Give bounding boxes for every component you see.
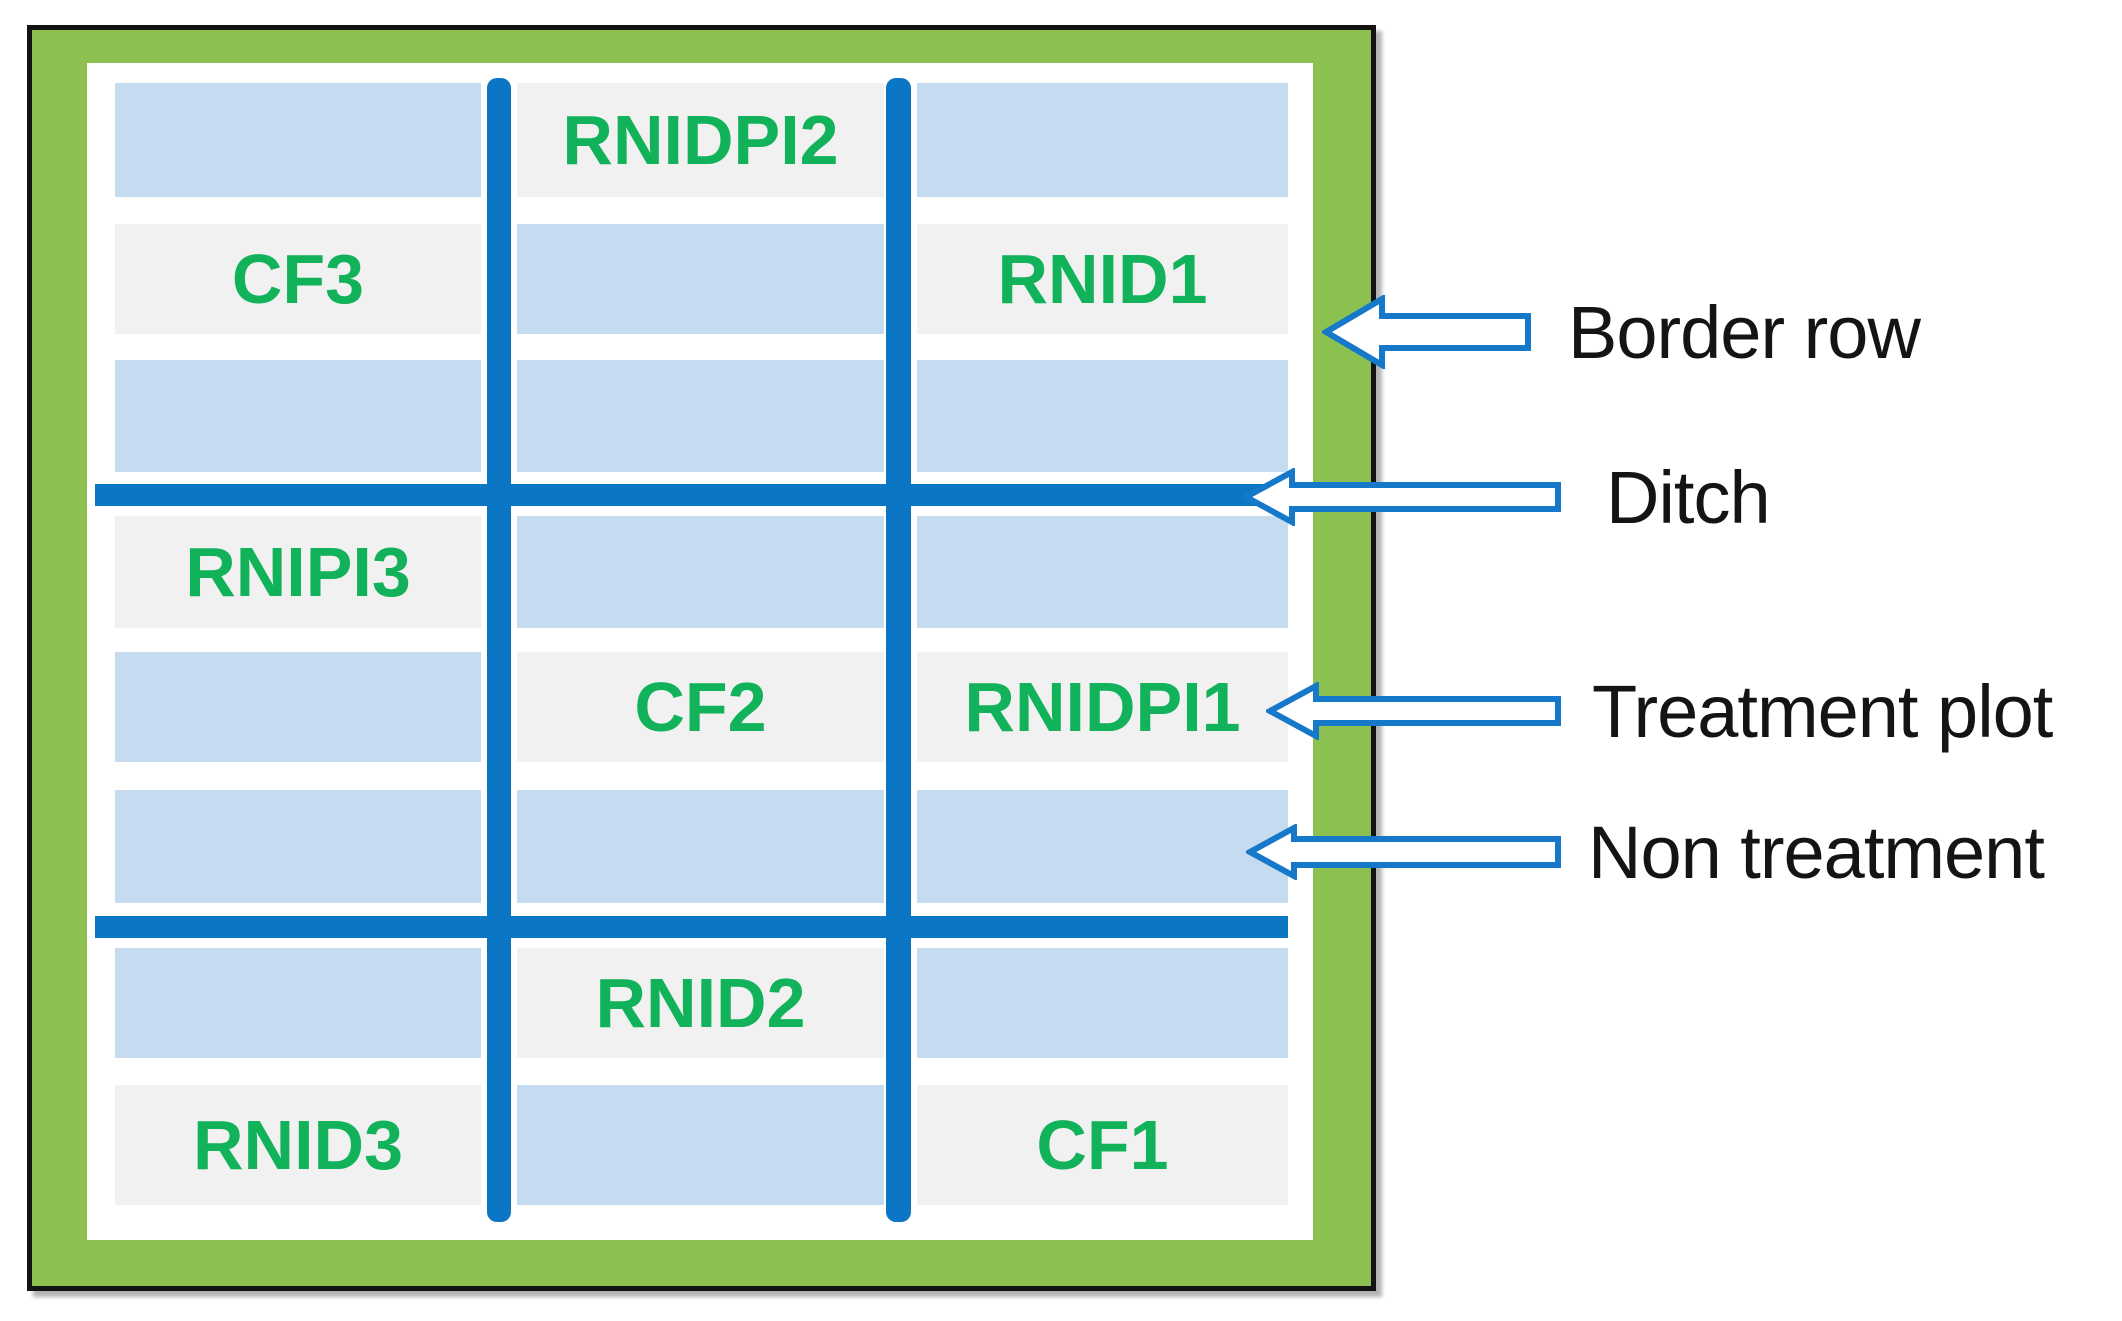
ditch-label: Ditch xyxy=(1606,455,1771,539)
field-inner-area xyxy=(87,63,1313,1240)
border-row-label: Border row xyxy=(1568,290,1921,374)
border-row-frame xyxy=(27,25,1376,1291)
treatment-plot-label: Treatment plot xyxy=(1592,669,2053,753)
non-treatment-label: Non treatment xyxy=(1588,810,2045,894)
